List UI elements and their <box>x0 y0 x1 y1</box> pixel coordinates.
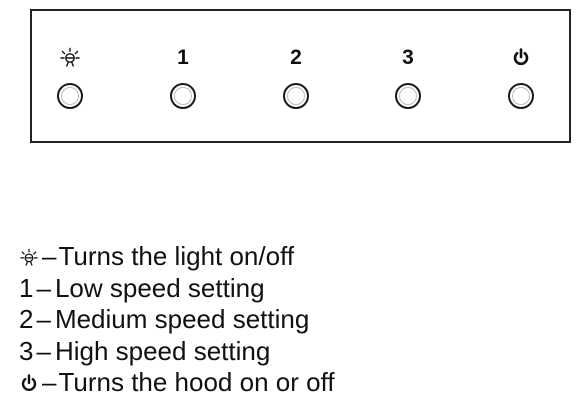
light-icon <box>60 47 80 67</box>
legend-power-symbol <box>19 370 39 396</box>
power-control-label <box>501 45 541 71</box>
power-icon <box>513 48 529 66</box>
speed-2-label: 2 <box>290 46 302 69</box>
speed-1-control: 1 <box>163 45 203 125</box>
legend-speed-3-symbol: 3 <box>19 335 34 366</box>
legend-speed-2-text: Medium speed setting <box>54 304 310 335</box>
legend-dash: – <box>42 241 57 271</box>
legend-speed-3-text: High speed setting <box>54 335 271 366</box>
speed-2-control: 2 <box>276 45 316 125</box>
legend-row-speed-3: 3 – High speed setting <box>19 336 579 368</box>
power-control <box>501 45 541 125</box>
legend-power-text: Turns the hood on or off <box>58 367 335 398</box>
speed-3-control: 3 <box>388 45 428 125</box>
legend-dash: – <box>36 272 51 303</box>
legend-row-speed-1: 1 – Low speed setting <box>19 273 579 305</box>
legend-dash: – <box>36 335 51 366</box>
speed-1-button[interactable] <box>170 83 196 109</box>
legend-speed-2-symbol: 2 <box>19 304 34 335</box>
light-icon <box>20 248 38 266</box>
control-panel: 1 2 3 <box>30 9 571 143</box>
legend-row-light: – Turns the light on/off <box>19 241 579 273</box>
legend-row-power: – Turns the hood on or off <box>19 367 579 399</box>
speed-2-button[interactable] <box>283 83 309 109</box>
speed-3-label: 3 <box>402 46 414 69</box>
power-icon <box>21 374 37 392</box>
light-button[interactable] <box>57 83 83 109</box>
power-button[interactable] <box>508 83 534 109</box>
speed-1-label: 1 <box>177 46 189 69</box>
light-control-label <box>50 45 90 71</box>
legend-dash: – <box>42 367 57 398</box>
light-control <box>50 45 90 125</box>
legend-light-symbol <box>19 244 39 270</box>
legend-speed-1-symbol: 1 <box>19 272 34 303</box>
legend-light-text: Turns the light on/off <box>58 241 295 271</box>
legend-row-speed-2: 2 – Medium speed setting <box>19 304 579 336</box>
legend: – Turns the light on/off 1 – Low speed s… <box>19 241 579 399</box>
speed-3-button[interactable] <box>395 83 421 109</box>
legend-dash: – <box>36 304 51 335</box>
legend-speed-1-text: Low speed setting <box>54 272 265 303</box>
